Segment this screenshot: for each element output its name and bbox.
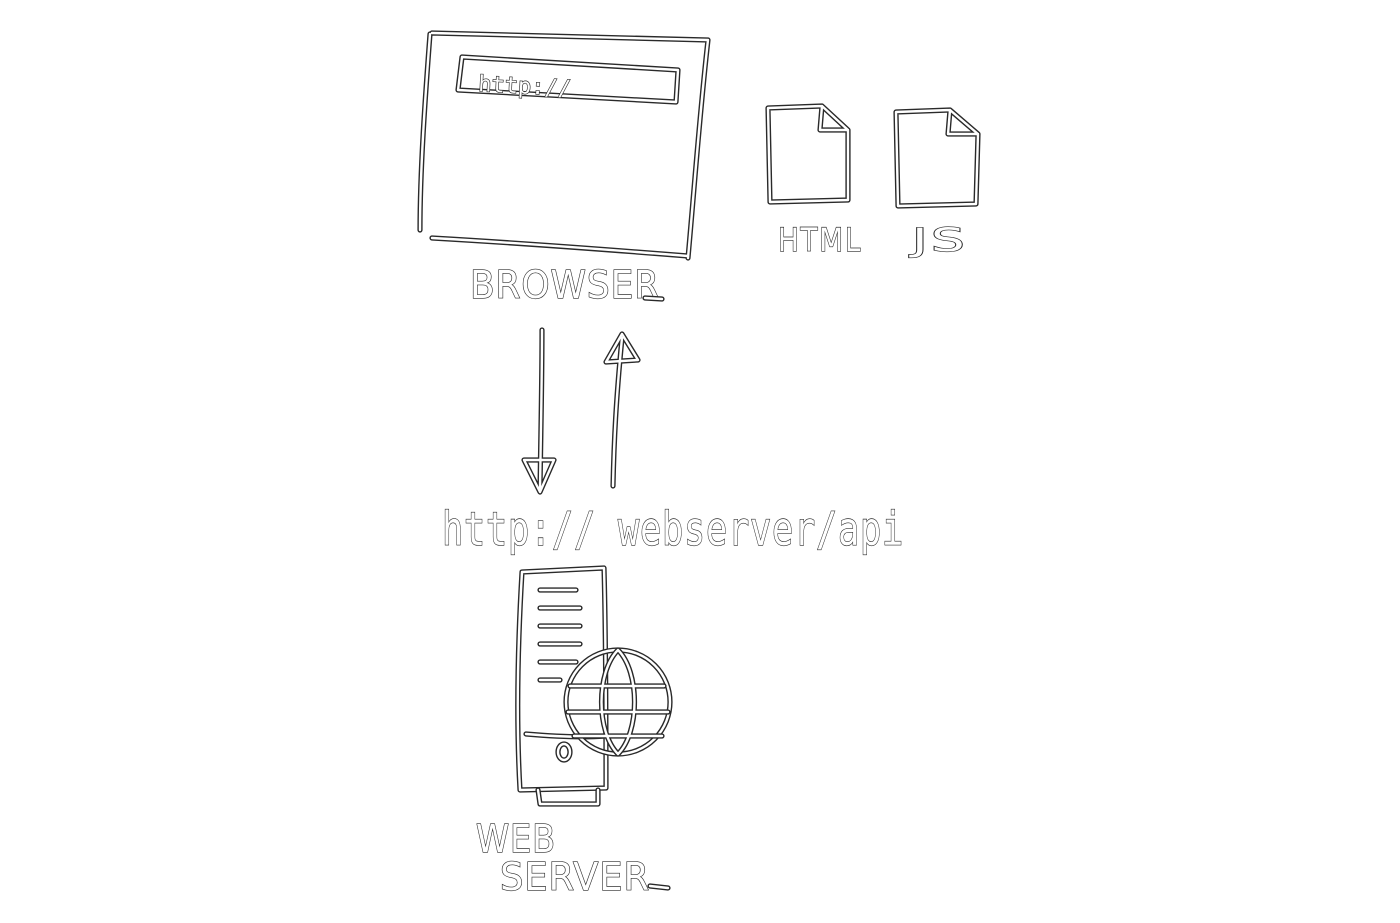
- web-server-label-line1: WEB: [476, 817, 556, 861]
- server-tower-icon: [515, 565, 609, 807]
- api-url-label: http:// webserver/api: [442, 502, 904, 556]
- browser-window-icon: http://: [417, 30, 711, 261]
- html-file-icon: [765, 103, 851, 205]
- arrow-down-icon: [521, 327, 557, 495]
- js-file-label: JS: [909, 221, 968, 259]
- js-file-icon: [893, 107, 981, 209]
- globe-icon: [563, 647, 673, 757]
- address-bar: http://: [455, 54, 681, 105]
- html-file-label: HTML: [778, 221, 862, 259]
- address-bar-text: http://: [478, 72, 572, 102]
- browser-label: BROWSER: [470, 263, 660, 307]
- arrow-up-icon: [603, 331, 641, 489]
- web-server-label-line2: SERVER: [500, 855, 650, 899]
